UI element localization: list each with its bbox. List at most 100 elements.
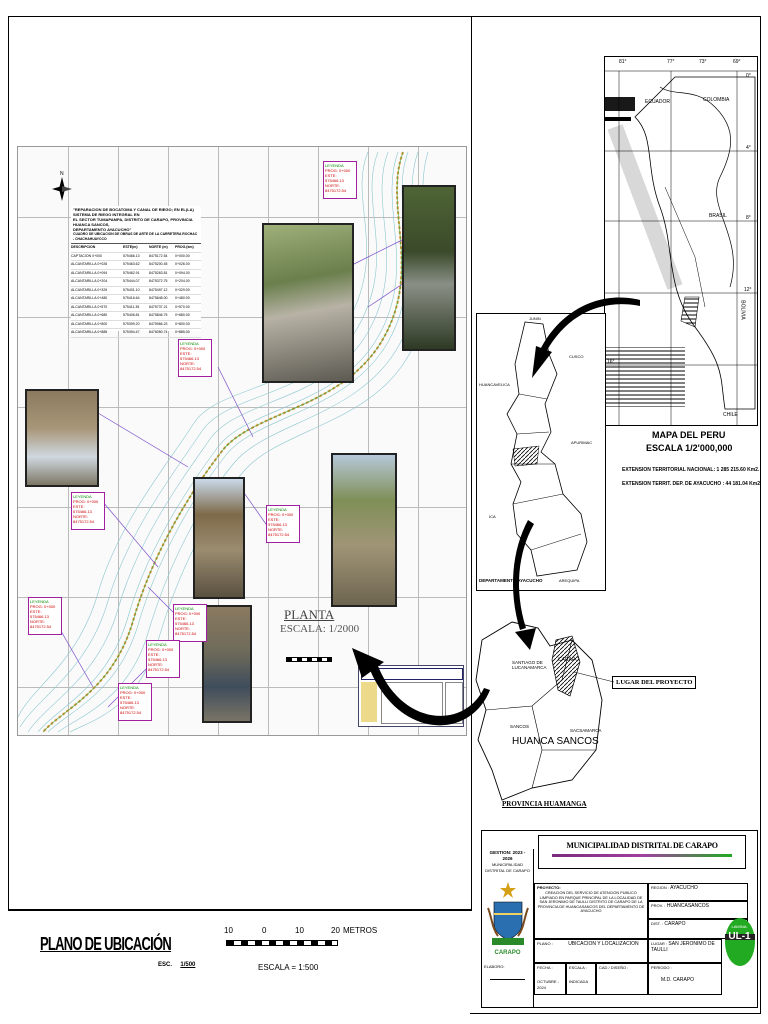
table-cell: 575416.64 [123,296,140,300]
proyecto-cell: PROYECTO: CREACION DEL SERVICIO DE ATENC… [534,883,648,939]
peru-map-title: MAPA DEL PERU [652,430,726,440]
plano-escala: ESC. 1/500 [158,962,195,968]
fecha-value: OCTUBRE - 2024 [537,979,559,990]
municipality-header: MUNICIPALIDAD DISTRITAL DE CARAPO [538,835,746,869]
municipality-name: MUNICIPALIDAD DISTRITAL DE CARAPO [566,841,718,850]
title-block: GESTION: 2023 - 2026 MUNICIPALIDAD DISTR… [481,830,758,1008]
neighbor-cusco: CUSCO [569,354,584,359]
table-cell: 8475648.00 [149,296,168,300]
muni-logo-panel: GESTION: 2023 - 2026 MUNICIPALIDAD DISTR… [482,849,534,1007]
plano-label: PLANO : [537,941,553,946]
table-cell: 8475263.81 [149,270,168,275]
table-cell: ALCANTARILLA 0+329 [71,287,108,292]
table-cell: 0+800.00 [175,321,190,326]
logo-text: CARAPO [494,950,521,956]
table-cell: 8475372.75 [149,279,168,283]
photo-canal-overview [262,223,354,383]
plano-title: PLANO DE UBICACIÓN [40,934,172,954]
neighbor-apurimac: APURIMAC [571,440,593,445]
table-cell: 575394.47 [123,330,140,334]
fecha-cell: FECHA : OCTUBRE - 2024 [534,963,566,995]
plano-value: UBICACION Y LOCALIZACION [568,941,639,947]
district-sacsamarca: SACSAMARCA [570,728,602,733]
table-cell: 575466.13 [123,253,140,258]
periodo-value: M.D. CARAPO [661,977,695,983]
table-cell: 8475846.75 [149,313,168,317]
lamina-label: LAMINA: [731,924,748,929]
table-cell: 0+680.00 [175,313,190,317]
table-cell: 575431.10 [123,287,140,292]
outer-border [470,16,761,1014]
table-cell: 8475966.23 [149,321,168,326]
cad-cell: CAD / DISEÑO : [596,963,648,995]
coordinates-table: "REPARACION DE BOCATOMA Y CANAL DE RIEGO… [71,206,201,338]
table-subheading: CUADRO DE UBICACION DE OBRAS DE ARTE DE … [73,232,198,241]
tick-lat-12: 12° [744,287,752,293]
photo-path-worker [331,453,397,607]
fecha-label: FECHA : [537,965,553,970]
district-sancos: SANCOS [510,724,530,729]
table-cell: 575399.20 [123,321,140,326]
table-cell: 575411.35 [123,304,140,309]
photo-workers-river [25,389,99,487]
neighbor-huancavelica: HUANCAVELICA [479,382,510,387]
scale-text: ESCALA = 1:500 [258,963,319,972]
photo-canal-channel [402,185,456,351]
photo-ravine [193,477,245,599]
escala-value: INDICADA [569,979,589,984]
country-ecuador: ECUADOR [645,99,671,105]
tick-81: 81° [619,59,627,65]
escala-cell: ESCALA : INDICADA [566,963,596,995]
accent-bar [552,854,732,857]
tick-73: 73° [699,59,707,65]
muni-short-label: MUNICIPALIDAD DISTRITAL DE CARAPO [485,862,530,873]
table-cell: CAPTACION 0+000 [71,253,102,258]
column-header: DESCRIPCION [71,245,96,249]
table-cell: 8476050.74 [149,330,168,334]
svg-text:N: N [60,171,64,177]
table-cell: ALCANTARILLA 0+026 [71,262,108,266]
province-bottom-label: PROVINCIA HUAMANGA [502,800,587,808]
region-value: AYACUCHO [670,885,698,891]
table-cell: 8475737.21 [149,304,168,309]
proyecto-text: CREACION DEL SERVICIO DE ATENCION PUBLIC… [537,891,645,914]
elaborado-label: ELABORO: [484,964,505,969]
table-cell: 0+570.00 [175,304,190,309]
table-cell: 575444.07 [123,279,140,283]
table-cell: ALCANTARILLA 0+800 [71,321,108,326]
table-cell: ALCANTARILLA 0+204 [71,279,108,283]
leader-line [573,671,615,683]
table-cell: 0+204.00 [175,279,190,283]
tick-lat-4: 4° [746,145,751,151]
region-label: REGION : [651,885,670,890]
dist-label: DIST. : [651,921,664,926]
table-cell: 575463.62 [123,262,140,266]
table-cell: ALCANTARILLA 0+570 [71,304,108,309]
district-carapo: CARAPO [558,657,580,663]
prov-cell: PROV. : HUANCASANCOS [648,901,748,919]
gestion-label: GESTION: 2023 - 2026 [489,850,526,861]
table-row: ALCANTARILLA 0+800 575399.20 8475966.23 0+8… [71,321,201,329]
ayacucho-label: DEPARTAMENTO AYACUCHO [479,578,543,583]
project-location-label: LUGAR DEL PROYECTO [612,676,697,689]
table-heading-2: EL SECTOR TUMAPAMPA, DISTRITO DE CARAPO,… [73,217,193,227]
coat-of-arms-icon [486,882,529,945]
district-lucanamarca: SANTIAGO DE LUCANAMARCA [512,660,547,670]
table-row: ALCANTARILLA 0+204 575444.07 8475372.75 0+2… [71,278,201,287]
peru-map: 81° 77° 73° 69° 0° 4° 8° 12° 16° ECUADOR… [604,56,758,426]
dist-value: CARAPO [664,921,686,927]
scale-tick-20: 20 [331,926,340,935]
lamina-cell: LAMINA: UL-1 [722,917,757,975]
neighbor-ica: ICA [489,514,496,519]
extension-ayacucho: EXTENSION TERRIT. DEP. DE AYACUCHO : 44 … [622,481,762,487]
